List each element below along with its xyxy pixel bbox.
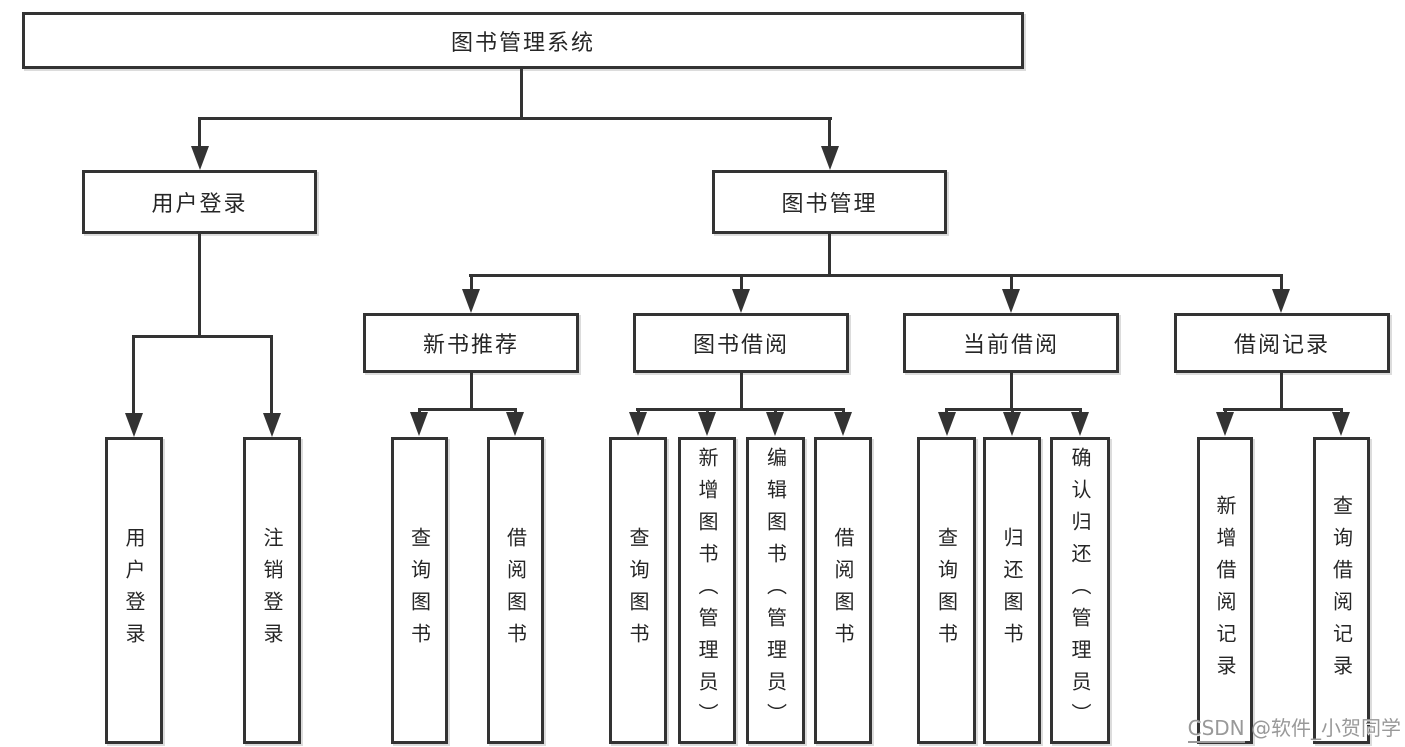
arrow-down-icon: [766, 412, 784, 436]
node-book-management: 图书管理: [712, 170, 947, 234]
edge-line: [520, 69, 523, 118]
edge-line: [828, 234, 831, 276]
node-label: 图书管理系统: [450, 30, 595, 56]
node-label: 图书借阅: [692, 333, 789, 358]
edge-line: [1280, 274, 1283, 291]
node-label: 借阅图书: [503, 526, 528, 655]
arrow-down-icon: [1272, 289, 1290, 313]
edge-line: [740, 274, 743, 291]
csdn-watermark-handle: @软件_小贺同学: [1244, 716, 1401, 740]
node-label: 用户登录: [151, 192, 248, 217]
node-label: 注销登录: [260, 526, 284, 655]
edge-line: [132, 335, 273, 338]
arrow-down-icon: [1216, 412, 1234, 436]
arrow-down-icon: [629, 412, 647, 436]
csdn-watermark: CSDN @软件_小贺同学: [1187, 712, 1401, 743]
leaf-logout: 注销登录: [243, 437, 301, 744]
node-label: 查询图书: [934, 526, 959, 655]
arrow-down-icon: [263, 413, 281, 437]
edge-line: [470, 274, 473, 291]
arrow-down-icon: [1003, 412, 1021, 436]
edge-line: [1280, 373, 1283, 410]
node-book-borrowing: 图书借阅: [633, 313, 849, 373]
edge-line: [198, 117, 832, 120]
arrow-down-icon: [1002, 289, 1020, 313]
arrow-down-icon: [506, 412, 524, 436]
node-label: 新增图书（管理员）: [695, 446, 719, 735]
leaf-edit-books-admin: 编辑图书（管理员）: [746, 437, 805, 744]
edge-line: [418, 408, 517, 411]
leaf-return-books: 归还图书: [983, 437, 1041, 744]
leaf-query-books-current: 查询图书: [917, 437, 976, 744]
edge-line: [636, 408, 844, 411]
leaf-query-books-recommend: 查询图书: [391, 437, 448, 744]
node-label: 当前借阅: [962, 333, 1059, 358]
arrow-down-icon: [834, 412, 852, 436]
edge-line: [470, 373, 473, 410]
edge-line: [1010, 373, 1013, 410]
edge-line: [1010, 274, 1013, 291]
edge-line: [828, 117, 831, 148]
node-label: 借阅图书: [831, 526, 855, 655]
node-label: 查询借阅记录: [1329, 494, 1354, 687]
arrow-down-icon: [410, 412, 428, 436]
leaf-borrow-books-borrowing: 借阅图书: [814, 437, 872, 744]
node-label: 图书管理: [781, 192, 878, 217]
edge-line: [270, 335, 273, 415]
arrow-down-icon: [938, 412, 956, 436]
arrow-down-icon: [698, 412, 716, 436]
node-label: 归还图书: [1000, 526, 1024, 655]
node-current-borrowing: 当前借阅: [903, 313, 1119, 373]
node-borrow-records: 借阅记录: [1174, 313, 1390, 373]
node-label: 确认归还（管理员）: [1068, 446, 1092, 735]
node-label: 编辑图书（管理员）: [763, 446, 788, 735]
edge-line: [198, 117, 201, 148]
leaf-borrow-books-recommend: 借阅图书: [487, 437, 544, 744]
node-label: 借阅记录: [1233, 333, 1330, 358]
arrow-down-icon: [821, 146, 839, 170]
csdn-watermark-brand: CSDN: [1187, 716, 1245, 743]
edge-line: [132, 335, 135, 415]
node-label: 新书推荐: [422, 333, 519, 358]
arrow-down-icon: [125, 413, 143, 437]
edge-line: [740, 373, 743, 410]
arrow-down-icon: [462, 289, 480, 313]
node-label: 用户登录: [122, 526, 146, 655]
node-new-book-recommend: 新书推荐: [363, 313, 579, 373]
arrow-down-icon: [1332, 412, 1350, 436]
node-label: 查询图书: [626, 526, 650, 655]
leaf-user-login: 用户登录: [105, 437, 163, 744]
node-library-system: 图书管理系统: [22, 12, 1024, 69]
edge-line: [1223, 408, 1343, 411]
arrow-down-icon: [732, 289, 750, 313]
leaf-query-borrow-record: 查询借阅记录: [1313, 437, 1370, 744]
node-label: 新增借阅记录: [1213, 494, 1237, 687]
edge-line: [198, 234, 201, 337]
node-label: 查询图书: [407, 526, 432, 655]
arrow-down-icon: [1071, 412, 1089, 436]
edge-line: [469, 274, 1283, 277]
leaf-add-books-admin: 新增图书（管理员）: [678, 437, 736, 744]
leaf-confirm-return-admin: 确认归还（管理员）: [1050, 437, 1110, 744]
node-user-login: 用户登录: [82, 170, 317, 234]
leaf-query-books-borrowing: 查询图书: [609, 437, 667, 744]
leaf-add-borrow-record: 新增借阅记录: [1197, 437, 1253, 744]
arrow-down-icon: [191, 146, 209, 170]
